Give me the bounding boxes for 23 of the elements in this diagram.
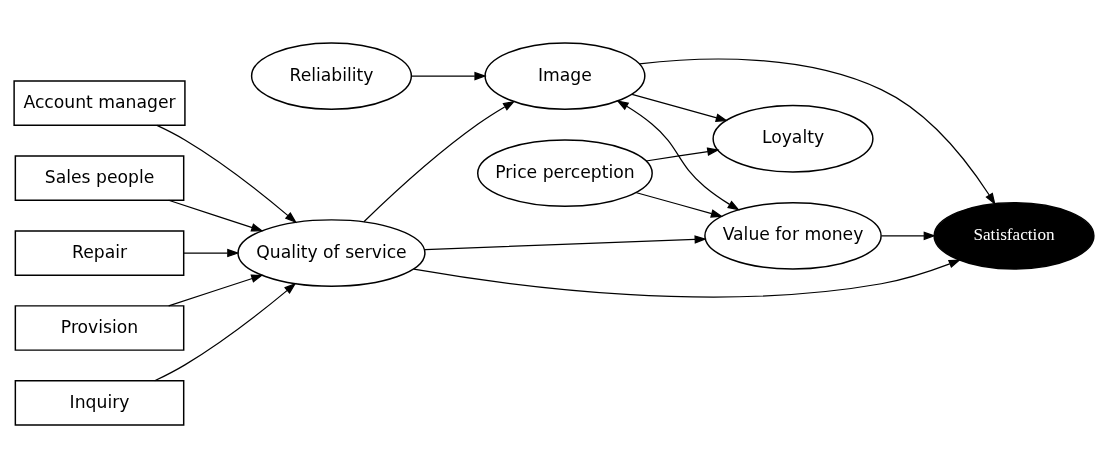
node-ellipse: Quality of service bbox=[237, 219, 426, 287]
arrow bbox=[168, 274, 264, 307]
node-box: Inquiry bbox=[14, 380, 185, 426]
node-box: Provision bbox=[14, 305, 185, 351]
node-box: Account manager bbox=[13, 80, 186, 126]
arrow bbox=[638, 58, 996, 206]
arrow bbox=[156, 124, 298, 224]
node-ellipse: Price perception bbox=[477, 139, 653, 208]
arrow bbox=[635, 191, 724, 218]
node-box: Sales people bbox=[14, 155, 185, 201]
node-ellipse: Reliability bbox=[250, 42, 413, 110]
arrow bbox=[616, 100, 740, 211]
arrow bbox=[363, 100, 516, 223]
arrow bbox=[880, 231, 936, 241]
arrow bbox=[168, 199, 264, 232]
arrow bbox=[424, 235, 707, 251]
arrow bbox=[154, 282, 297, 382]
arrow bbox=[413, 259, 961, 298]
arrow bbox=[631, 93, 729, 122]
arrow bbox=[183, 248, 240, 258]
node-box: Repair bbox=[14, 230, 185, 276]
arrow bbox=[645, 147, 720, 162]
arrow bbox=[410, 71, 487, 81]
